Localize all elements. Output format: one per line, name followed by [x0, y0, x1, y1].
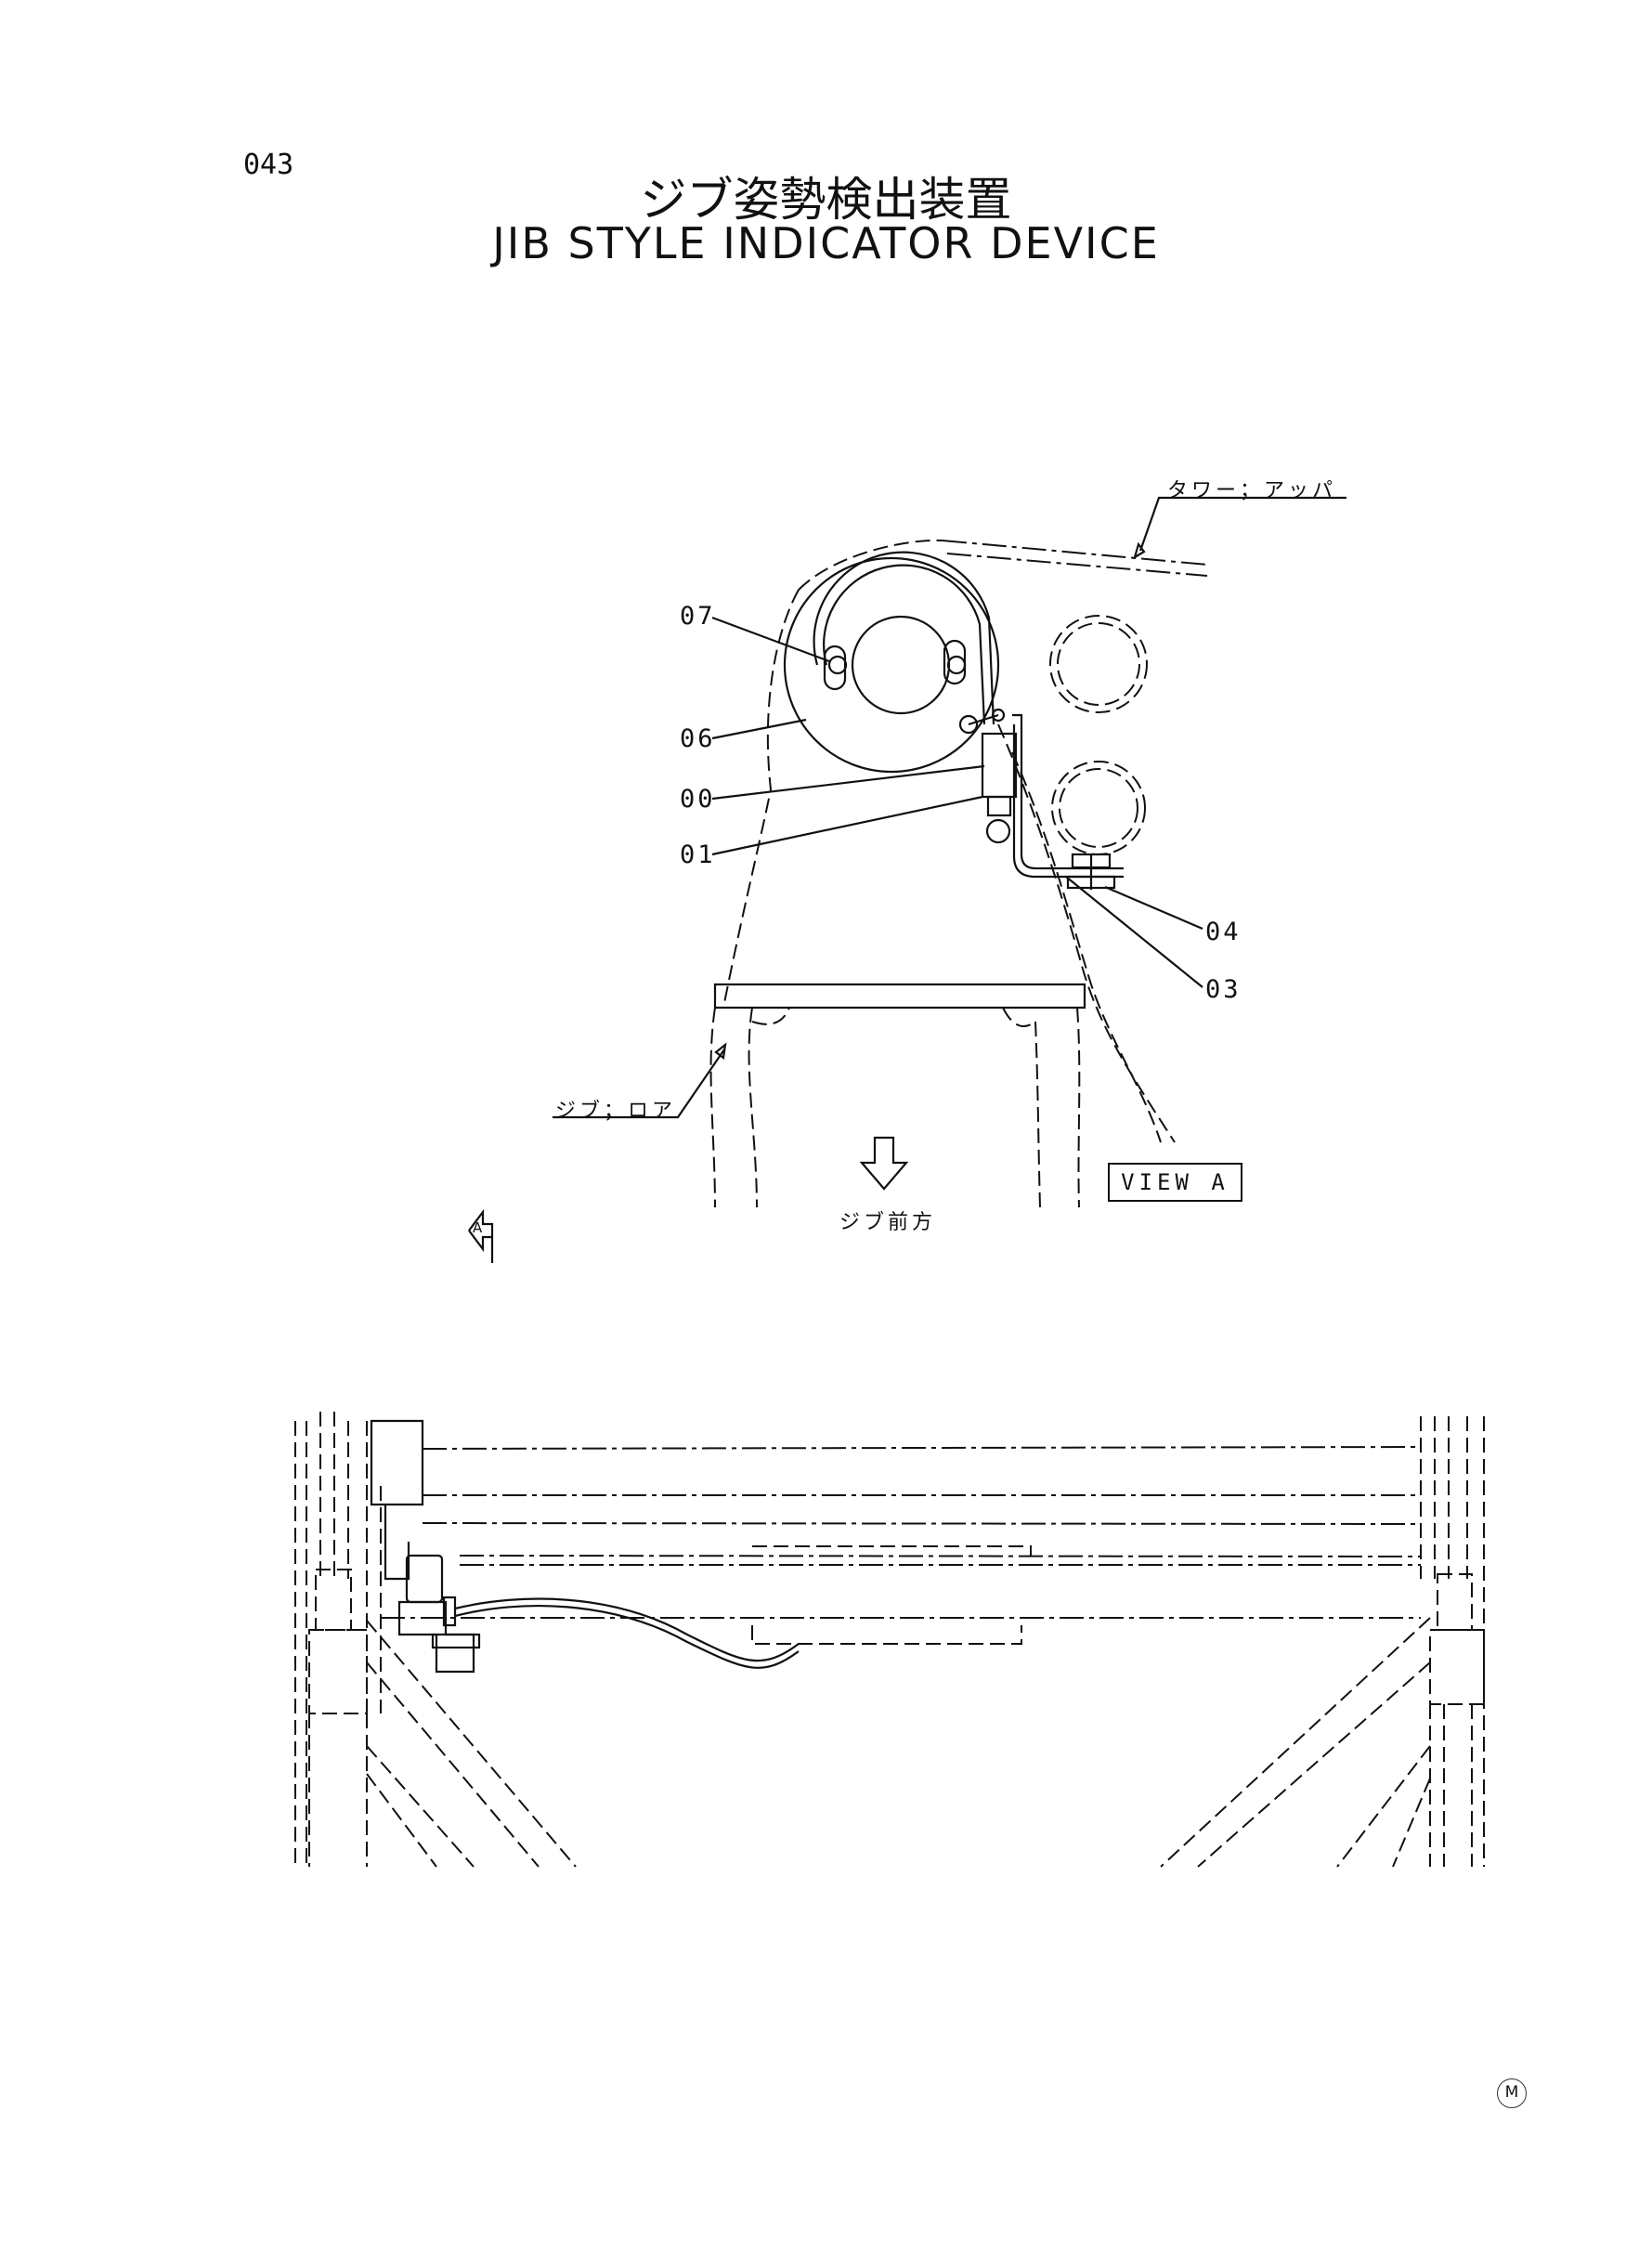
- view-a-marker-arrow: [468, 1230, 492, 1253]
- leader-part-06: [711, 718, 807, 740]
- jib-lower-plate: [713, 983, 1086, 1010]
- connector-elevation: [442, 1596, 457, 1627]
- leader-part-01: [711, 795, 983, 856]
- cam-bolt-right: [946, 655, 967, 675]
- jib-lower-right-fillet: [1002, 1007, 1036, 1027]
- cam-hub: [851, 615, 951, 715]
- leader-part-03: [1065, 876, 1203, 988]
- right-diagonal-4: [1392, 1778, 1431, 1868]
- leader-jib-lower: [553, 1049, 725, 1119]
- boom-profile-right: [997, 723, 1176, 1143]
- switch-connector: [985, 818, 1011, 844]
- corner-mark: M: [1497, 2078, 1527, 2108]
- arrow-jib-lower: [714, 1042, 727, 1060]
- cam-groove-outer: [813, 551, 995, 725]
- left-column-lines-2: [347, 1421, 368, 1579]
- jib-lower-left-fillet: [751, 1007, 790, 1025]
- jib-lower-left-outer: [709, 1007, 716, 1208]
- label-part-07: 07: [680, 602, 716, 631]
- right-column-lower: [1429, 1704, 1473, 1867]
- pin-circle-lower-inner: [1059, 768, 1138, 848]
- boom-profile-right-2: [1011, 751, 1162, 1143]
- label-part-04: 04: [1205, 918, 1242, 946]
- elevation-drawing: [294, 1412, 1485, 1868]
- right-diagonal-1: [1160, 1617, 1431, 1868]
- right-column-block-1: [1437, 1573, 1473, 1631]
- left-column-edge: [366, 1421, 382, 1713]
- right-column-block-2: [1429, 1629, 1485, 1705]
- pin-circle-upper: [1049, 615, 1148, 713]
- label-jib-lower: ジブ；ロア: [555, 1100, 677, 1123]
- jib-front-arrow-icon: [859, 1136, 909, 1191]
- left-column-block-2: [308, 1629, 368, 1714]
- cable: [454, 1597, 800, 1662]
- member-short-1: [752, 1545, 1032, 1556]
- view-marker-letter: A: [473, 1219, 483, 1236]
- jib-lower-left-inner: [748, 1007, 758, 1208]
- left-diagonal-3: [366, 1745, 475, 1868]
- label-part-06: 06: [680, 724, 716, 753]
- leader-part-07: [711, 616, 830, 663]
- leader-part-00: [711, 764, 985, 801]
- label-jib-front: ジブ前方: [839, 1211, 937, 1234]
- right-diagonal-3: [1336, 1745, 1431, 1868]
- limit-switch-elevation: [405, 1554, 444, 1604]
- jib-lower-right-inner: [1034, 1021, 1041, 1208]
- tower-upper-line-2: [946, 553, 1208, 577]
- cam-bolt-left: [827, 655, 848, 675]
- view-a-drawing: [468, 496, 1346, 1263]
- left-diagonal-4: [366, 1773, 437, 1868]
- cam-groove-inner: [823, 564, 986, 725]
- member-short-2: [751, 1625, 1022, 1645]
- cable-outline: [454, 1605, 800, 1669]
- cam-disc: [783, 556, 1000, 774]
- member-line-3: [422, 1522, 1422, 1525]
- label-part-00: 00: [680, 785, 716, 814]
- pin-circle-lower: [1051, 761, 1146, 855]
- member-line-1: [422, 1446, 1422, 1450]
- page-title-japanese: ジブ姿勢検出装置: [640, 173, 1012, 227]
- leader-part-04: [1104, 885, 1203, 931]
- jib-lower-right-outer: [1076, 1007, 1081, 1208]
- tower-outline: [798, 539, 943, 591]
- switch-roller: [958, 714, 979, 735]
- member-line-4: [459, 1555, 1422, 1557]
- left-plate-arm: [384, 1505, 410, 1581]
- page-title-english: JIB STYLE INDICATOR DEVICE: [492, 218, 1160, 268]
- limit-switch-body: [981, 732, 1018, 799]
- bracket-outer: [1012, 713, 1124, 870]
- arrow-tower-upper: [1133, 541, 1146, 560]
- left-diagonal-2: [366, 1661, 540, 1868]
- view-a-label: VIEW A: [1108, 1163, 1242, 1202]
- left-diagonal-1: [366, 1620, 577, 1868]
- left-column-lines: [294, 1412, 335, 1867]
- switch-lever-pivot: [991, 708, 1006, 723]
- right-diagonal-2: [1197, 1661, 1431, 1868]
- cam-slot-left: [823, 645, 847, 691]
- left-plate: [370, 1419, 424, 1506]
- boom-profile-left: [723, 589, 800, 1004]
- limit-switch-base: [986, 795, 1012, 817]
- bracket-elevation: [397, 1600, 475, 1674]
- bolt-head-elevation: [431, 1633, 481, 1649]
- page-number: 043: [243, 149, 294, 181]
- label-part-03: 03: [1205, 975, 1242, 1004]
- left-column-lower: [308, 1713, 368, 1867]
- tower-upper-line-1: [942, 540, 1208, 566]
- leader-tower-upper: [1138, 496, 1346, 552]
- label-tower-upper: タワー；アッパ: [1167, 479, 1337, 502]
- label-part-01: 01: [680, 840, 716, 869]
- bracket-inner: [1012, 724, 1124, 879]
- pin-circle-upper-inner: [1057, 622, 1140, 706]
- left-column-block-1: [315, 1569, 352, 1631]
